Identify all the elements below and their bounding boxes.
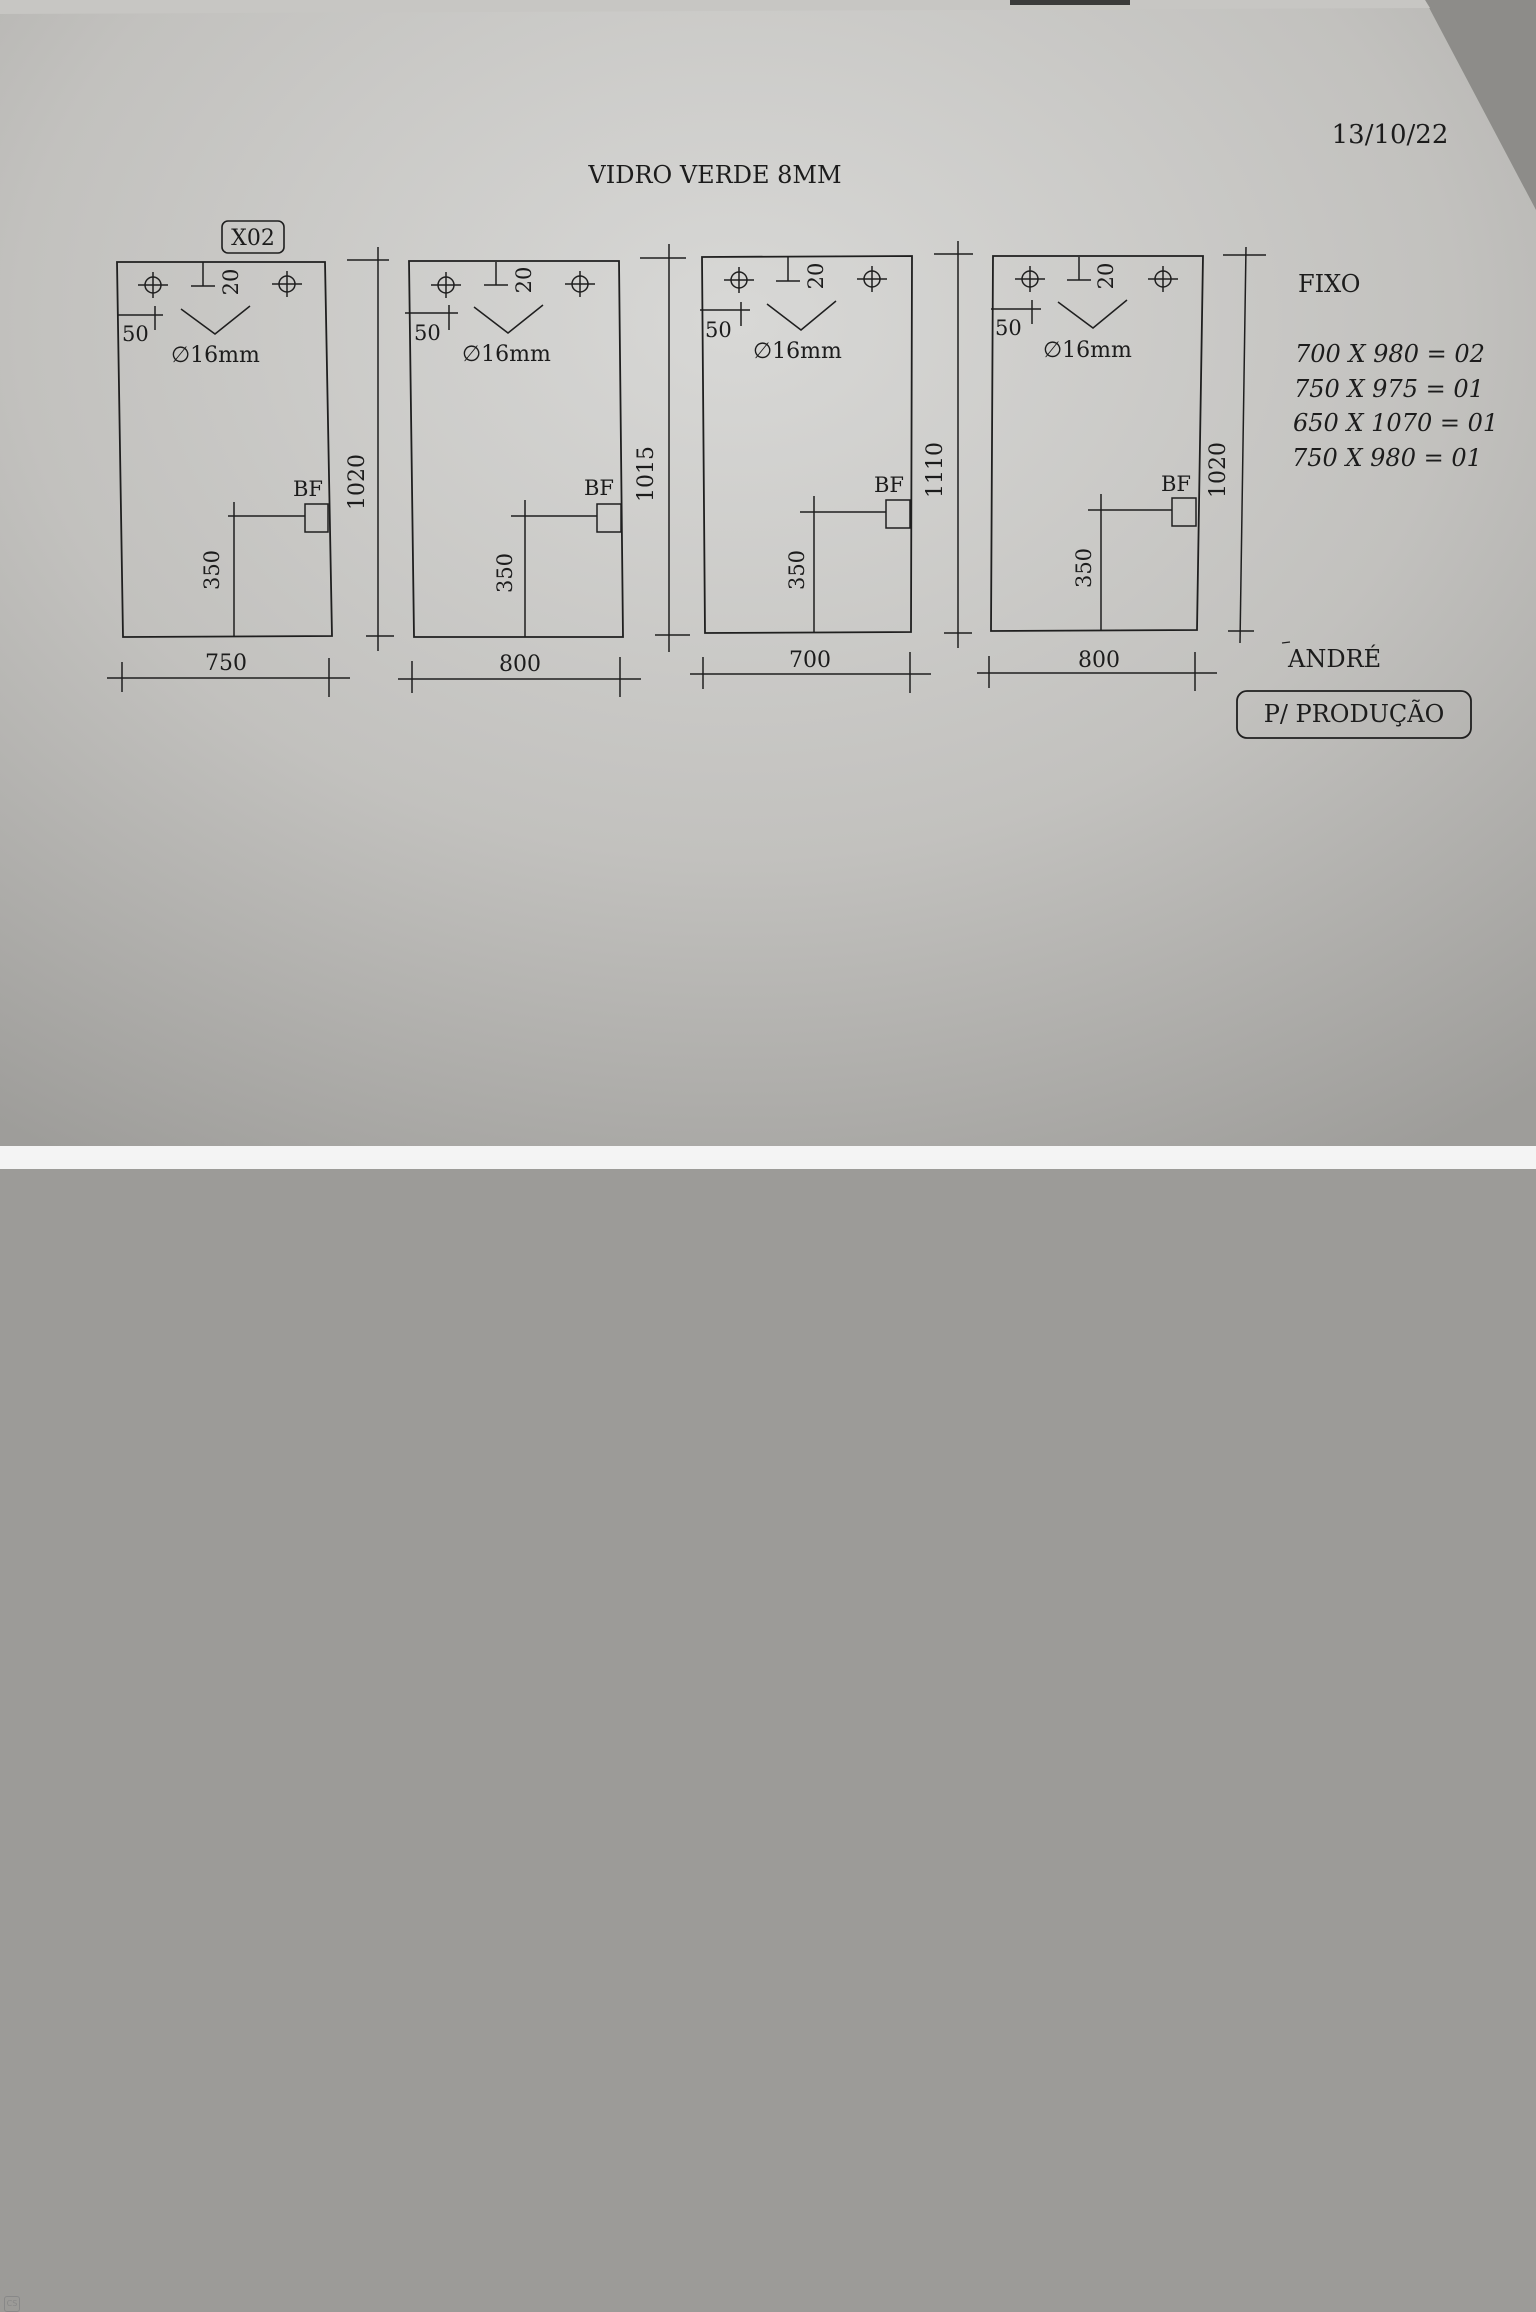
panel-outline — [990, 255, 1204, 632]
top-offset-label: 20 — [512, 267, 536, 294]
height-dimension: 1020 — [345, 454, 370, 510]
glass-panel-4: 20 50 ∅16mm BF 350 1020 800 — [977, 246, 1266, 691]
side-offset-label: 50 — [705, 318, 732, 342]
list-item: 750 X 975 = 01 — [1294, 375, 1484, 403]
side-offset-label: 50 — [122, 322, 149, 346]
bf-height-label: 350 — [493, 553, 517, 593]
top-offset-label: 20 — [1094, 263, 1118, 290]
panel-outline — [408, 260, 624, 638]
glass-panel-3: 20 50 ∅16mm BF 350 1110 700 — [690, 241, 973, 693]
date-text: 13/10/22 — [1332, 120, 1449, 150]
top-offset-label: 20 — [219, 269, 243, 296]
height-dimension: 1110 — [923, 442, 948, 498]
bf-label: BF — [1161, 472, 1191, 496]
list-item: 700 X 980 = 02 — [1295, 340, 1485, 368]
production-stamp: P/ PRODUÇÃO — [1264, 699, 1445, 728]
production-stamp-box — [1236, 690, 1472, 739]
type-label: FIXO — [1298, 270, 1360, 298]
scanner-logo: CS — [4, 2296, 20, 2312]
height-dimension: 1020 — [1206, 442, 1231, 498]
width-dimension: 700 — [789, 648, 831, 673]
bf-fitting-icon — [1171, 497, 1197, 527]
side-offset-label: 50 — [414, 321, 441, 345]
list-item: 650 X 1070 = 01 — [1293, 409, 1498, 437]
crosshair-icon — [272, 271, 302, 297]
panel-outline — [116, 261, 333, 638]
crosshair-icon — [857, 266, 887, 292]
top-offset-label: 20 — [804, 263, 828, 290]
bf-label: BF — [584, 476, 614, 500]
width-dimension: 750 — [205, 651, 247, 676]
hole-diameter-label: ∅16mm — [171, 343, 260, 368]
quantity-tag-box — [221, 220, 285, 254]
hole-diameter-label: ∅16mm — [753, 339, 842, 364]
crosshair-icon — [431, 272, 461, 298]
list-item: 750 X 980 = 01 — [1292, 444, 1482, 472]
bf-height-label: 350 — [200, 550, 224, 590]
bf-label: BF — [874, 473, 904, 497]
crosshair-icon — [1015, 266, 1045, 292]
quantity-tag: X02 — [231, 226, 275, 251]
bf-height-label: 350 — [785, 550, 809, 590]
crosshair-icon — [724, 267, 754, 293]
height-dimension: 1015 — [634, 446, 659, 502]
scanner-footer: CS — [0, 1146, 1536, 2312]
paper-background — [0, 0, 1536, 1169]
bf-fitting-icon — [885, 499, 911, 529]
author-name: ANDRÉ — [1287, 644, 1381, 673]
bf-fitting-icon — [304, 503, 329, 533]
bf-height-label: 350 — [1072, 548, 1096, 588]
glass-panel-1: 20 50 ∅16mm BF 350 1020 750 — [107, 247, 394, 697]
hole-diameter-label: ∅16mm — [1043, 338, 1132, 363]
bf-label: BF — [293, 477, 323, 501]
drawing-title: VIDRO VERDE 8MM — [587, 161, 841, 189]
crosshair-icon — [1148, 266, 1178, 292]
side-offset-label: 50 — [995, 316, 1022, 340]
panel-outline — [701, 255, 913, 634]
glass-panel-2: 20 50 ∅16mm BF 350 1015 800 — [398, 244, 690, 697]
width-dimension: 800 — [499, 652, 541, 677]
bf-fitting-icon — [596, 503, 622, 533]
technical-drawing: 13/10/22 VIDRO VERDE 8MM X02 20 50 ∅16mm… — [107, 120, 1498, 739]
crosshair-icon — [138, 272, 168, 298]
hole-diameter-label: ∅16mm — [462, 342, 551, 367]
width-dimension: 800 — [1078, 648, 1120, 673]
crosshair-icon — [565, 271, 595, 297]
